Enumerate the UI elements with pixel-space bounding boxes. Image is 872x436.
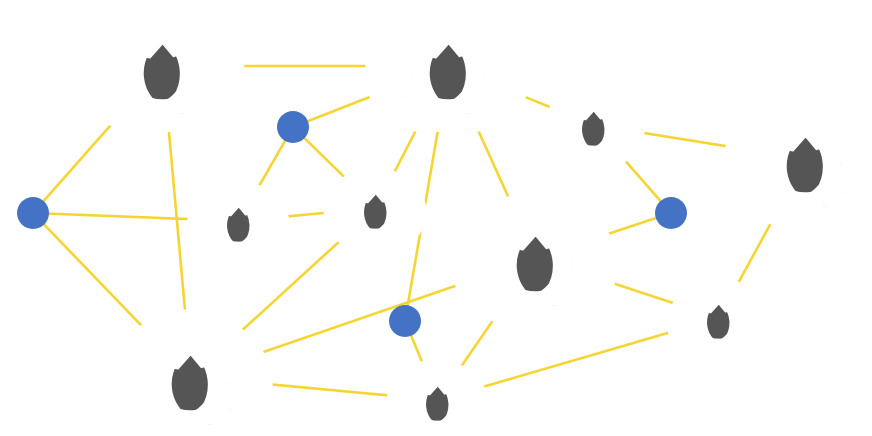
cloud-node-c10	[385, 358, 489, 436]
cloud-node-c7	[186, 179, 290, 262]
cloud-node-c6	[452, 190, 618, 324]
cloud-node-c5	[323, 166, 427, 249]
cloud-node-c3	[541, 83, 645, 166]
cloud-node-c9	[107, 309, 273, 436]
node-layer	[17, 0, 872, 436]
junction-node-j2	[277, 111, 309, 143]
junction-node-j3	[389, 305, 421, 337]
cloud-node-c1	[79, 0, 245, 132]
cloud-node-c8	[666, 276, 770, 359]
junction-dot	[277, 111, 309, 143]
junction-dot	[17, 197, 49, 229]
cloud-node-c4	[722, 91, 872, 225]
cloud-node-c2	[365, 0, 531, 132]
junction-node-j4	[655, 197, 687, 229]
junction-node-j1	[17, 197, 49, 229]
junction-dot	[655, 197, 687, 229]
junction-dot	[389, 305, 421, 337]
